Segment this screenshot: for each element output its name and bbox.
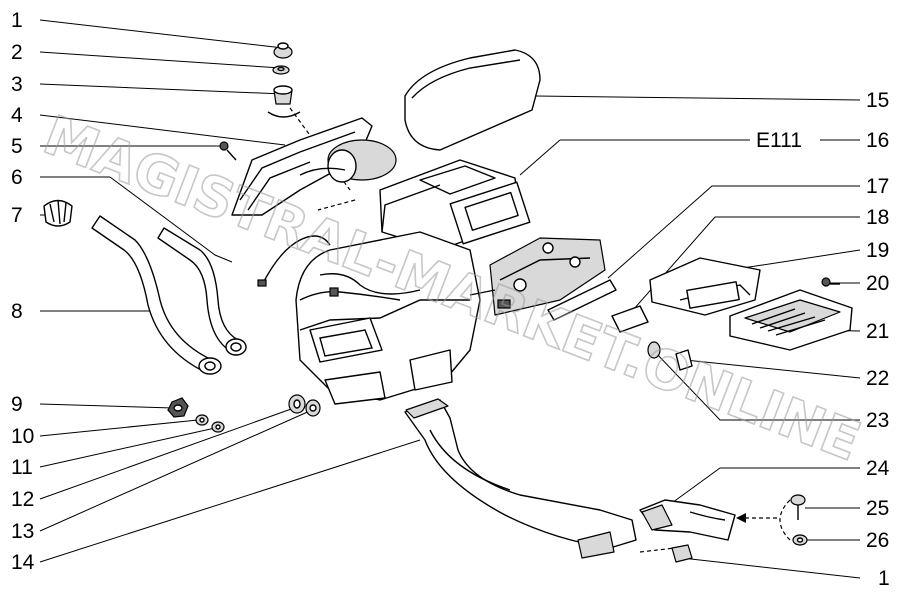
part-4-blower-cover bbox=[231, 117, 373, 216]
callout-16: 16 bbox=[866, 129, 889, 152]
part-15-panel bbox=[404, 49, 541, 151]
callout-12: 12 bbox=[11, 488, 34, 511]
callout-17: 17 bbox=[866, 175, 889, 198]
callout-21: 21 bbox=[866, 320, 889, 343]
callout-20: 20 bbox=[866, 272, 889, 295]
callout-1: 1 bbox=[11, 9, 23, 32]
callout-5: 5 bbox=[11, 135, 23, 158]
parts-17-18 bbox=[547, 279, 649, 333]
right-components bbox=[647, 257, 853, 371]
part-19-bracket bbox=[649, 257, 761, 316]
callouts-left: 1 2 3 4 5 6 7 8 9 10 11 12 13 14 bbox=[11, 9, 35, 574]
callout-6: 6 bbox=[11, 166, 23, 189]
part-22-plug bbox=[675, 349, 693, 371]
callout-2: 2 bbox=[11, 41, 23, 64]
callout-8: 8 bbox=[11, 300, 23, 323]
callout-22: 22 bbox=[866, 367, 889, 390]
hoses bbox=[91, 215, 247, 375]
callout-9: 9 bbox=[11, 393, 23, 416]
callout-10: 10 bbox=[11, 425, 34, 448]
callout-26: 26 bbox=[866, 529, 889, 552]
callout-3: 3 bbox=[11, 73, 23, 96]
callout-1-bottom: 1 bbox=[878, 567, 890, 590]
callout-19: 19 bbox=[866, 239, 889, 262]
callout-15: 15 bbox=[866, 89, 889, 112]
callouts-right: 15 E111 16 17 18 19 20 21 22 23 24 25 26… bbox=[756, 89, 890, 590]
part-25-screw bbox=[790, 494, 806, 506]
callout-18: 18 bbox=[866, 206, 889, 229]
callout-25: 25 bbox=[866, 497, 889, 520]
callout-13: 13 bbox=[11, 520, 34, 543]
heater-assembly bbox=[231, 117, 606, 405]
part-20-screw bbox=[821, 277, 831, 287]
code-label-e111: E111 bbox=[756, 129, 802, 152]
leader-lines bbox=[39, 19, 861, 579]
part-14-duct bbox=[404, 398, 693, 563]
callout-11: 11 bbox=[11, 456, 33, 479]
part-5-screw bbox=[219, 141, 229, 151]
callout-14: 14 bbox=[11, 551, 35, 574]
part-18-clip bbox=[611, 305, 649, 333]
part-24-vent bbox=[639, 494, 808, 546]
part-1b-nut bbox=[671, 544, 693, 563]
part-23-grommet bbox=[647, 341, 661, 359]
small-parts bbox=[43, 42, 351, 433]
part-17-strip bbox=[547, 279, 617, 321]
callout-24: 24 bbox=[866, 457, 890, 480]
callout-4: 4 bbox=[11, 104, 23, 127]
callout-7: 7 bbox=[11, 204, 23, 227]
callout-23: 23 bbox=[866, 409, 889, 432]
